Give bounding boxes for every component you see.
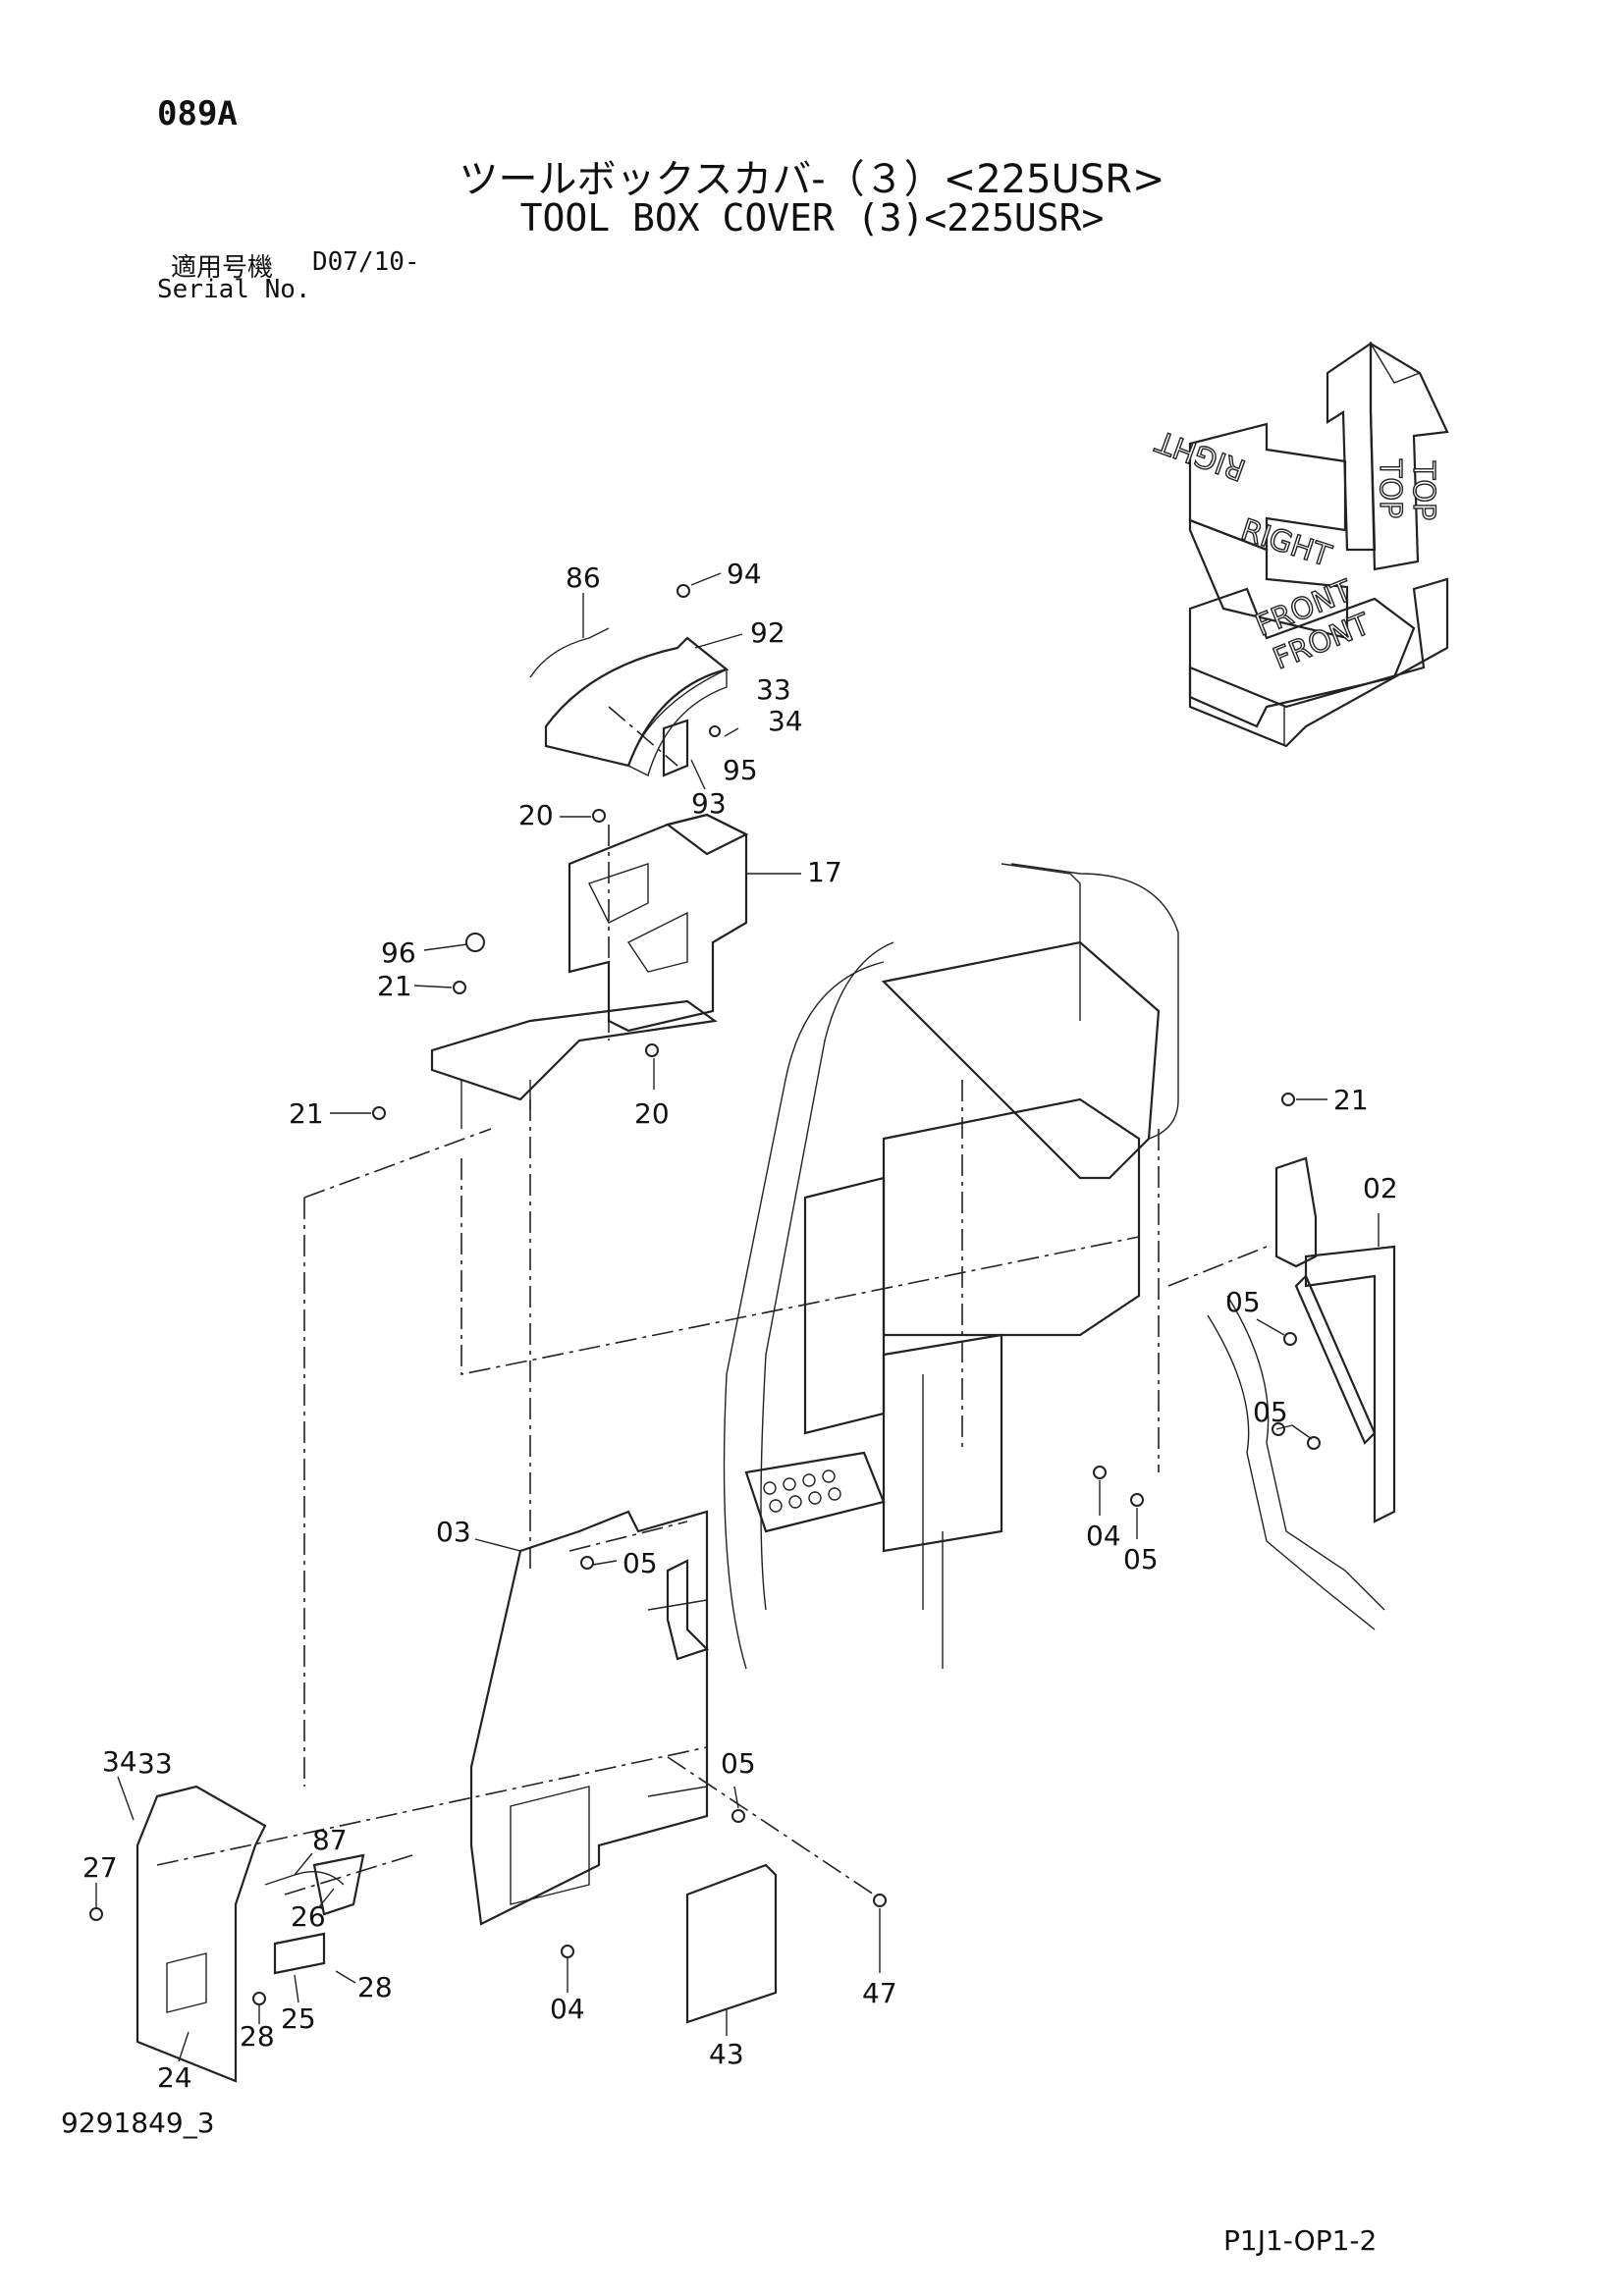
callout-21-mid: 21 [377,970,412,1002]
cover-window [510,1786,590,1905]
title-japanese: ツールボックスカバ-（３）<225USR> [459,157,1165,202]
box-flange [430,999,718,1101]
callout-28-right: 28 [357,1971,393,2003]
part-17-upper-box [430,813,749,1129]
frame-legs [922,1374,944,1669]
top-cover-side [627,667,728,777]
strut [1294,1274,1377,1445]
mid-block [882,1097,1141,1337]
callout-20-bottom: 20 [634,1097,670,1130]
label-top-1: TOP [1406,460,1440,520]
cover-edge [647,1599,708,1797]
top-arrow-front [1369,342,1449,571]
rail-left [723,961,885,1670]
box-details [588,863,688,973]
serial-label-japanese: 適用号機 [171,253,274,283]
callout-03: 03 [436,1516,471,1548]
callout-24: 24 [157,2061,192,2094]
callout-87: 87 [312,1824,348,1856]
callout-04-bottom: 04 [550,1993,585,2025]
part-93-bracket [662,719,689,777]
part-43-cover-plate [685,1863,778,2024]
callout-93: 93 [691,787,727,820]
callout-20-top: 20 [518,799,554,831]
drawing-number: 9291849_3 [61,2107,215,2139]
serial-label-english: Serial No. [157,275,311,304]
callout-33-left: 33 [137,1747,173,1780]
callout-17: 17 [807,856,842,888]
part-92-top-cover [529,627,730,777]
right-arrow-front [1188,518,1349,640]
hose [1207,1314,1376,1630]
page-code: 089A [157,94,238,133]
part-25-hinge [273,1932,326,1975]
part-03-lower-cover [469,1510,710,1926]
assembly-lines [156,706,1268,1896]
callout-33: 33 [756,673,791,706]
direction-indicator: TOP TOP RIGHT RIGHT FRONT FRONT [1151,341,1449,748]
front-arrow-back [1188,587,1416,728]
label-top-2: TOP [1373,458,1407,518]
callout-04-right: 04 [1086,1520,1121,1552]
box-top [665,813,749,856]
cover-outline [469,1510,709,1926]
bracket-arm [1304,1245,1396,1523]
top-arrow-ridge [1370,343,1421,384]
side-panel [803,1176,886,1435]
rail-post [1001,863,1081,1021]
callout-27: 27 [82,1851,118,1884]
callout-21-left: 21 [289,1097,324,1130]
front-arrow-edges [1189,667,1285,746]
callout-28-left: 28 [240,2020,275,2053]
part-87-rod [264,1871,345,1886]
callout-05-e: 05 [721,1747,756,1780]
step-holes [763,1469,841,1513]
callout-21-right: 21 [1333,1084,1369,1116]
callout-92: 92 [750,616,785,649]
callout-47: 47 [862,1977,897,2009]
title-english: TOOL BOX COVER (3)<225USR> [519,196,1105,240]
callout-96: 96 [381,936,416,969]
leader-lines [95,572,1380,2062]
step-plate [744,1451,886,1533]
callout-05-c: 05 [1123,1543,1159,1575]
callout-43: 43 [709,2038,744,2070]
callout-26: 26 [291,1900,326,1933]
callout-02: 02 [1363,1172,1398,1204]
flange-legs [460,1080,531,1129]
page-reference: P1J1-OP1-2 [1223,2224,1378,2257]
callout-05-d: 05 [623,1547,658,1579]
callout-05-a: 05 [1225,1286,1261,1318]
callout-86: 86 [566,561,601,594]
callout-25: 25 [281,2002,316,2035]
callout-05-b: 05 [1253,1396,1288,1428]
callout-95: 95 [723,754,758,786]
top-arrow-back [1326,341,1377,552]
callout-34-left: 34 [102,1745,137,1778]
part-26-latch [312,1853,365,1916]
part-02-right-bracket [1207,1156,1396,1630]
panel-window [166,1952,207,2013]
callout-34: 34 [768,705,803,737]
rail-left-inner [760,941,894,1611]
part-86-rod [529,627,610,678]
hose-inner [1226,1295,1385,1611]
callout-94: 94 [727,558,762,590]
callouts: 86 94 92 33 34 95 93 20 17 96 21 20 21 2… [82,558,1398,2094]
lower-block [882,1333,1003,1553]
serial-value: D07/10- [312,247,420,277]
hinge-bracket [666,1559,710,1661]
engine-block [881,940,1161,1180]
handrail-upper [1010,863,1179,1140]
front-arrow-front [1188,577,1449,748]
panel-outline [135,1785,267,2083]
bracket-plate [1274,1156,1318,1268]
